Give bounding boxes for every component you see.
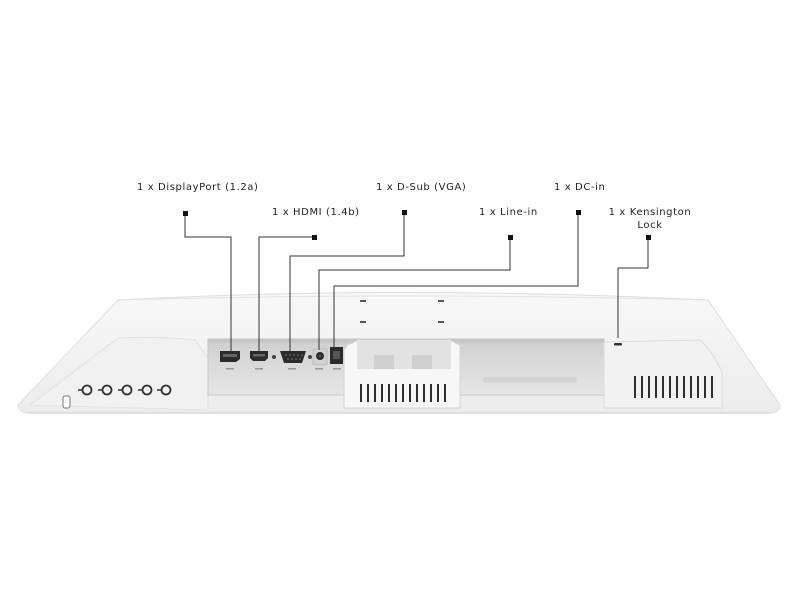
label-kensington: 1 x Kensington Lock bbox=[606, 206, 694, 232]
leader-linein bbox=[318, 237, 511, 350]
stand-vents bbox=[360, 384, 446, 402]
leader-dsub bbox=[289, 212, 405, 352]
left-housing bbox=[28, 336, 209, 411]
label-dsub: 1 x D-Sub (VGA) bbox=[376, 182, 467, 193]
leader-dcin bbox=[333, 212, 579, 347]
leader-displayport bbox=[184, 214, 232, 352]
port-linein-icon bbox=[312, 348, 328, 366]
button-5-icon bbox=[157, 384, 172, 396]
port-markings bbox=[226, 368, 341, 370]
port-hdmi-icon bbox=[250, 351, 268, 361]
right-housing bbox=[603, 339, 723, 409]
leader-hdmi bbox=[258, 236, 314, 352]
right-vents bbox=[634, 376, 713, 398]
label-hdmi: 1 x HDMI (1.4b) bbox=[272, 207, 360, 218]
port-dcin-icon bbox=[330, 347, 343, 364]
button-4-icon bbox=[138, 384, 153, 396]
button-2-icon bbox=[98, 384, 113, 396]
cable-slot bbox=[483, 377, 577, 383]
power-button-icon bbox=[62, 395, 71, 409]
kensington-lock-icon bbox=[614, 343, 622, 346]
label-kensington-line2: Lock bbox=[637, 220, 663, 231]
button-3-icon bbox=[118, 384, 133, 396]
port-dsub-icon bbox=[272, 351, 312, 363]
stand-mount bbox=[343, 339, 461, 409]
label-dcin: 1 x DC-in bbox=[554, 182, 606, 193]
vesa-mount-marks bbox=[360, 300, 444, 323]
label-displayport: 1 x DisplayPort (1.2a) bbox=[137, 182, 259, 193]
leader-kensington bbox=[617, 238, 649, 338]
label-linein: 1 x Line-in bbox=[479, 207, 538, 218]
button-1-icon bbox=[78, 384, 93, 396]
port-displayport-icon bbox=[220, 351, 240, 362]
label-kensington-line1: 1 x Kensington bbox=[608, 207, 692, 218]
leader-lines bbox=[184, 212, 649, 352]
leader-dots bbox=[183, 210, 651, 240]
control-buttons bbox=[62, 384, 172, 409]
